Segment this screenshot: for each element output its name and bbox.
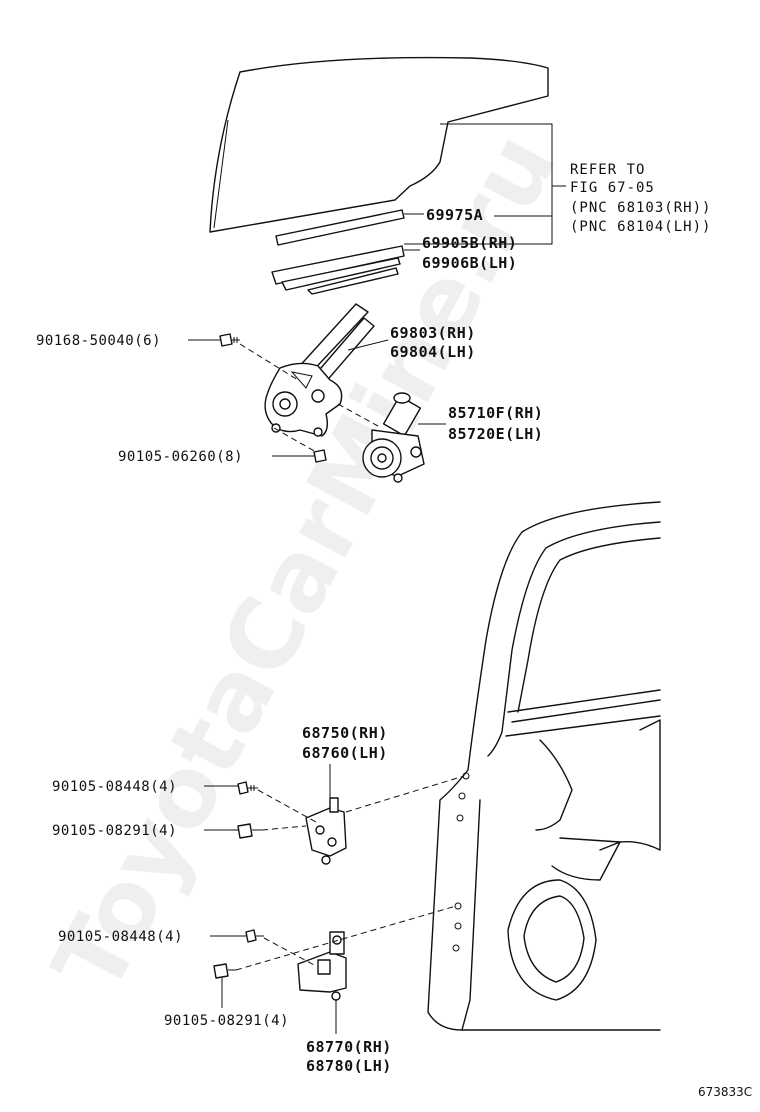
label-upper-bolt-a: 90105-08448(4) bbox=[52, 779, 177, 795]
door-glass bbox=[209, 56, 549, 233]
door-frame bbox=[427, 501, 661, 1031]
label-motor-lh: 85720E(LH) bbox=[448, 425, 543, 443]
regulator-bolt bbox=[219, 333, 240, 347]
label-upper-hinge-lh: 68760(LH) bbox=[302, 744, 388, 762]
window-regulator bbox=[264, 303, 375, 437]
upper-hinge-bolt-a bbox=[237, 781, 258, 795]
label-lower-hinge-rh: 68770(RH) bbox=[306, 1038, 392, 1056]
install-line-motor bbox=[337, 403, 379, 427]
label-motor-rh: 85710F(RH) bbox=[448, 404, 543, 422]
lower-hinge-bolt-a bbox=[245, 929, 264, 943]
label-upper-bolt-b: 90105-08291(4) bbox=[52, 823, 177, 839]
leader-regulator bbox=[347, 339, 389, 351]
label-upper-hinge-rh: 68750(RH) bbox=[302, 724, 388, 742]
install-line-upper-a bbox=[257, 789, 317, 823]
install-line-motor-bolt bbox=[273, 427, 317, 453]
label-bolt-regulator: 90168-50040(6) bbox=[36, 333, 161, 349]
reference-line-4: (PNC 68104(LH)) bbox=[570, 219, 711, 235]
install-line-lower-a bbox=[263, 937, 317, 967]
reference-line-1: REFER TO bbox=[570, 162, 645, 178]
label-regulator-rh: 69803(RH) bbox=[390, 324, 476, 342]
reference-line-2: FIG 67-05 bbox=[570, 180, 655, 196]
regulator-motor bbox=[362, 392, 425, 483]
lower-hinge-bolt-b bbox=[213, 963, 236, 979]
install-line-upper-b bbox=[261, 825, 307, 831]
label-glass-channel: 69975A bbox=[426, 206, 483, 224]
catalog-number: 673833C bbox=[698, 1085, 752, 1099]
refer-bracket bbox=[404, 123, 566, 245]
label-lower-bolt-b: 90105-08291(4) bbox=[164, 1013, 289, 1029]
upper-hinge-bolt-b bbox=[237, 823, 262, 839]
label-run-rh: 69905B(RH) bbox=[422, 234, 517, 252]
glass-channel bbox=[275, 209, 405, 246]
install-line-lower-frame bbox=[235, 905, 457, 971]
upper-door-hinge bbox=[305, 797, 347, 865]
label-run-lh: 69906B(LH) bbox=[422, 254, 517, 272]
lower-door-hinge bbox=[297, 931, 347, 1001]
label-lower-hinge-lh: 68780(LH) bbox=[306, 1057, 392, 1075]
reference-line-3: (PNC 68103(RH)) bbox=[570, 200, 711, 216]
glass-run-channel bbox=[271, 245, 405, 295]
install-line-upper-frame bbox=[345, 775, 465, 813]
label-lower-bolt-a: 90105-08448(4) bbox=[58, 929, 183, 945]
reference-note: REFER TO FIG 67-05 (PNC 68103(RH)) (PNC … bbox=[570, 162, 711, 235]
label-regulator-lh: 69804(LH) bbox=[390, 343, 476, 361]
install-line-regulator bbox=[239, 343, 299, 381]
label-bolt-motor: 90105-06260(8) bbox=[118, 449, 243, 465]
